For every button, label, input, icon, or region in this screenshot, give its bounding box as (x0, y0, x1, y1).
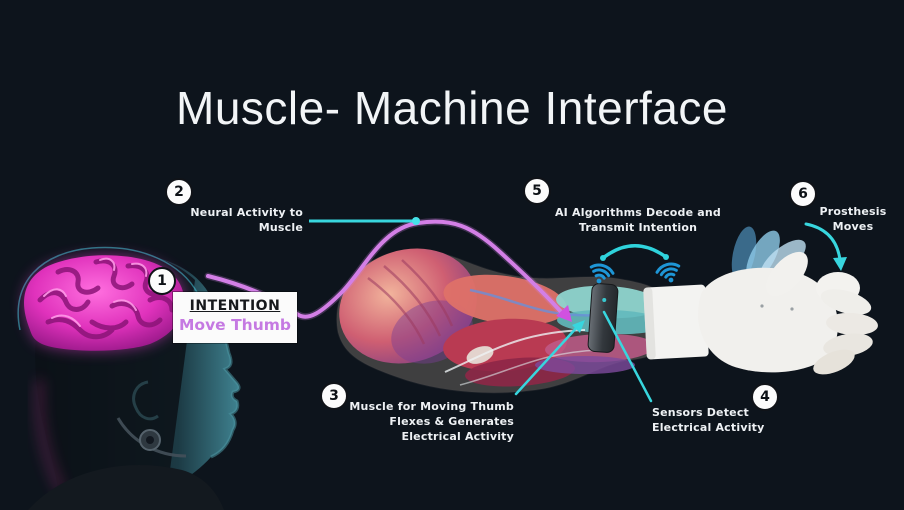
intention-heading: INTENTION (189, 298, 281, 314)
signal-arc-icon (600, 244, 669, 261)
label-ai-algorithms: AI Algorithms Decode and Transmit Intent… (554, 206, 722, 234)
label-muscle-flexes: Muscle for Moving Thumb Flexes & Generat… (349, 400, 514, 443)
page-title: Muscle- Machine Interface (176, 81, 728, 134)
intention-subheading: Move Thumb (179, 316, 291, 334)
step-6-badge: 6 (789, 180, 817, 208)
anatomical-arm-illustration (336, 248, 667, 394)
prosthesis-motion-arrow-icon (804, 222, 847, 271)
sensor-band (587, 283, 619, 353)
step-4-badge: 4 (751, 383, 779, 411)
intention-card: INTENTION Move Thumb (173, 292, 297, 343)
step-3-badge: 3 (320, 382, 348, 410)
label-sensors-detect: Sensors Detect Electrical Activity (652, 406, 765, 434)
wifi-right-icon (654, 260, 685, 287)
step-5-badge: 5 (523, 177, 551, 205)
muscle-pointer (514, 320, 585, 396)
step-1-badge: 1 (148, 267, 176, 295)
neural-activity-pointer (309, 217, 420, 225)
label-prosthesis-moves: Prosthesis Moves (819, 205, 887, 233)
sensor-pointer (602, 310, 653, 403)
pink-arrowhead-icon (556, 305, 572, 322)
cyborg-head-illustration (17, 246, 241, 510)
prosthetic-hand-illustration (643, 226, 878, 375)
step-2-badge: 2 (165, 178, 193, 206)
brain-illustration (24, 255, 185, 351)
label-neural-activity: Neural Activity to Muscle (190, 206, 303, 234)
